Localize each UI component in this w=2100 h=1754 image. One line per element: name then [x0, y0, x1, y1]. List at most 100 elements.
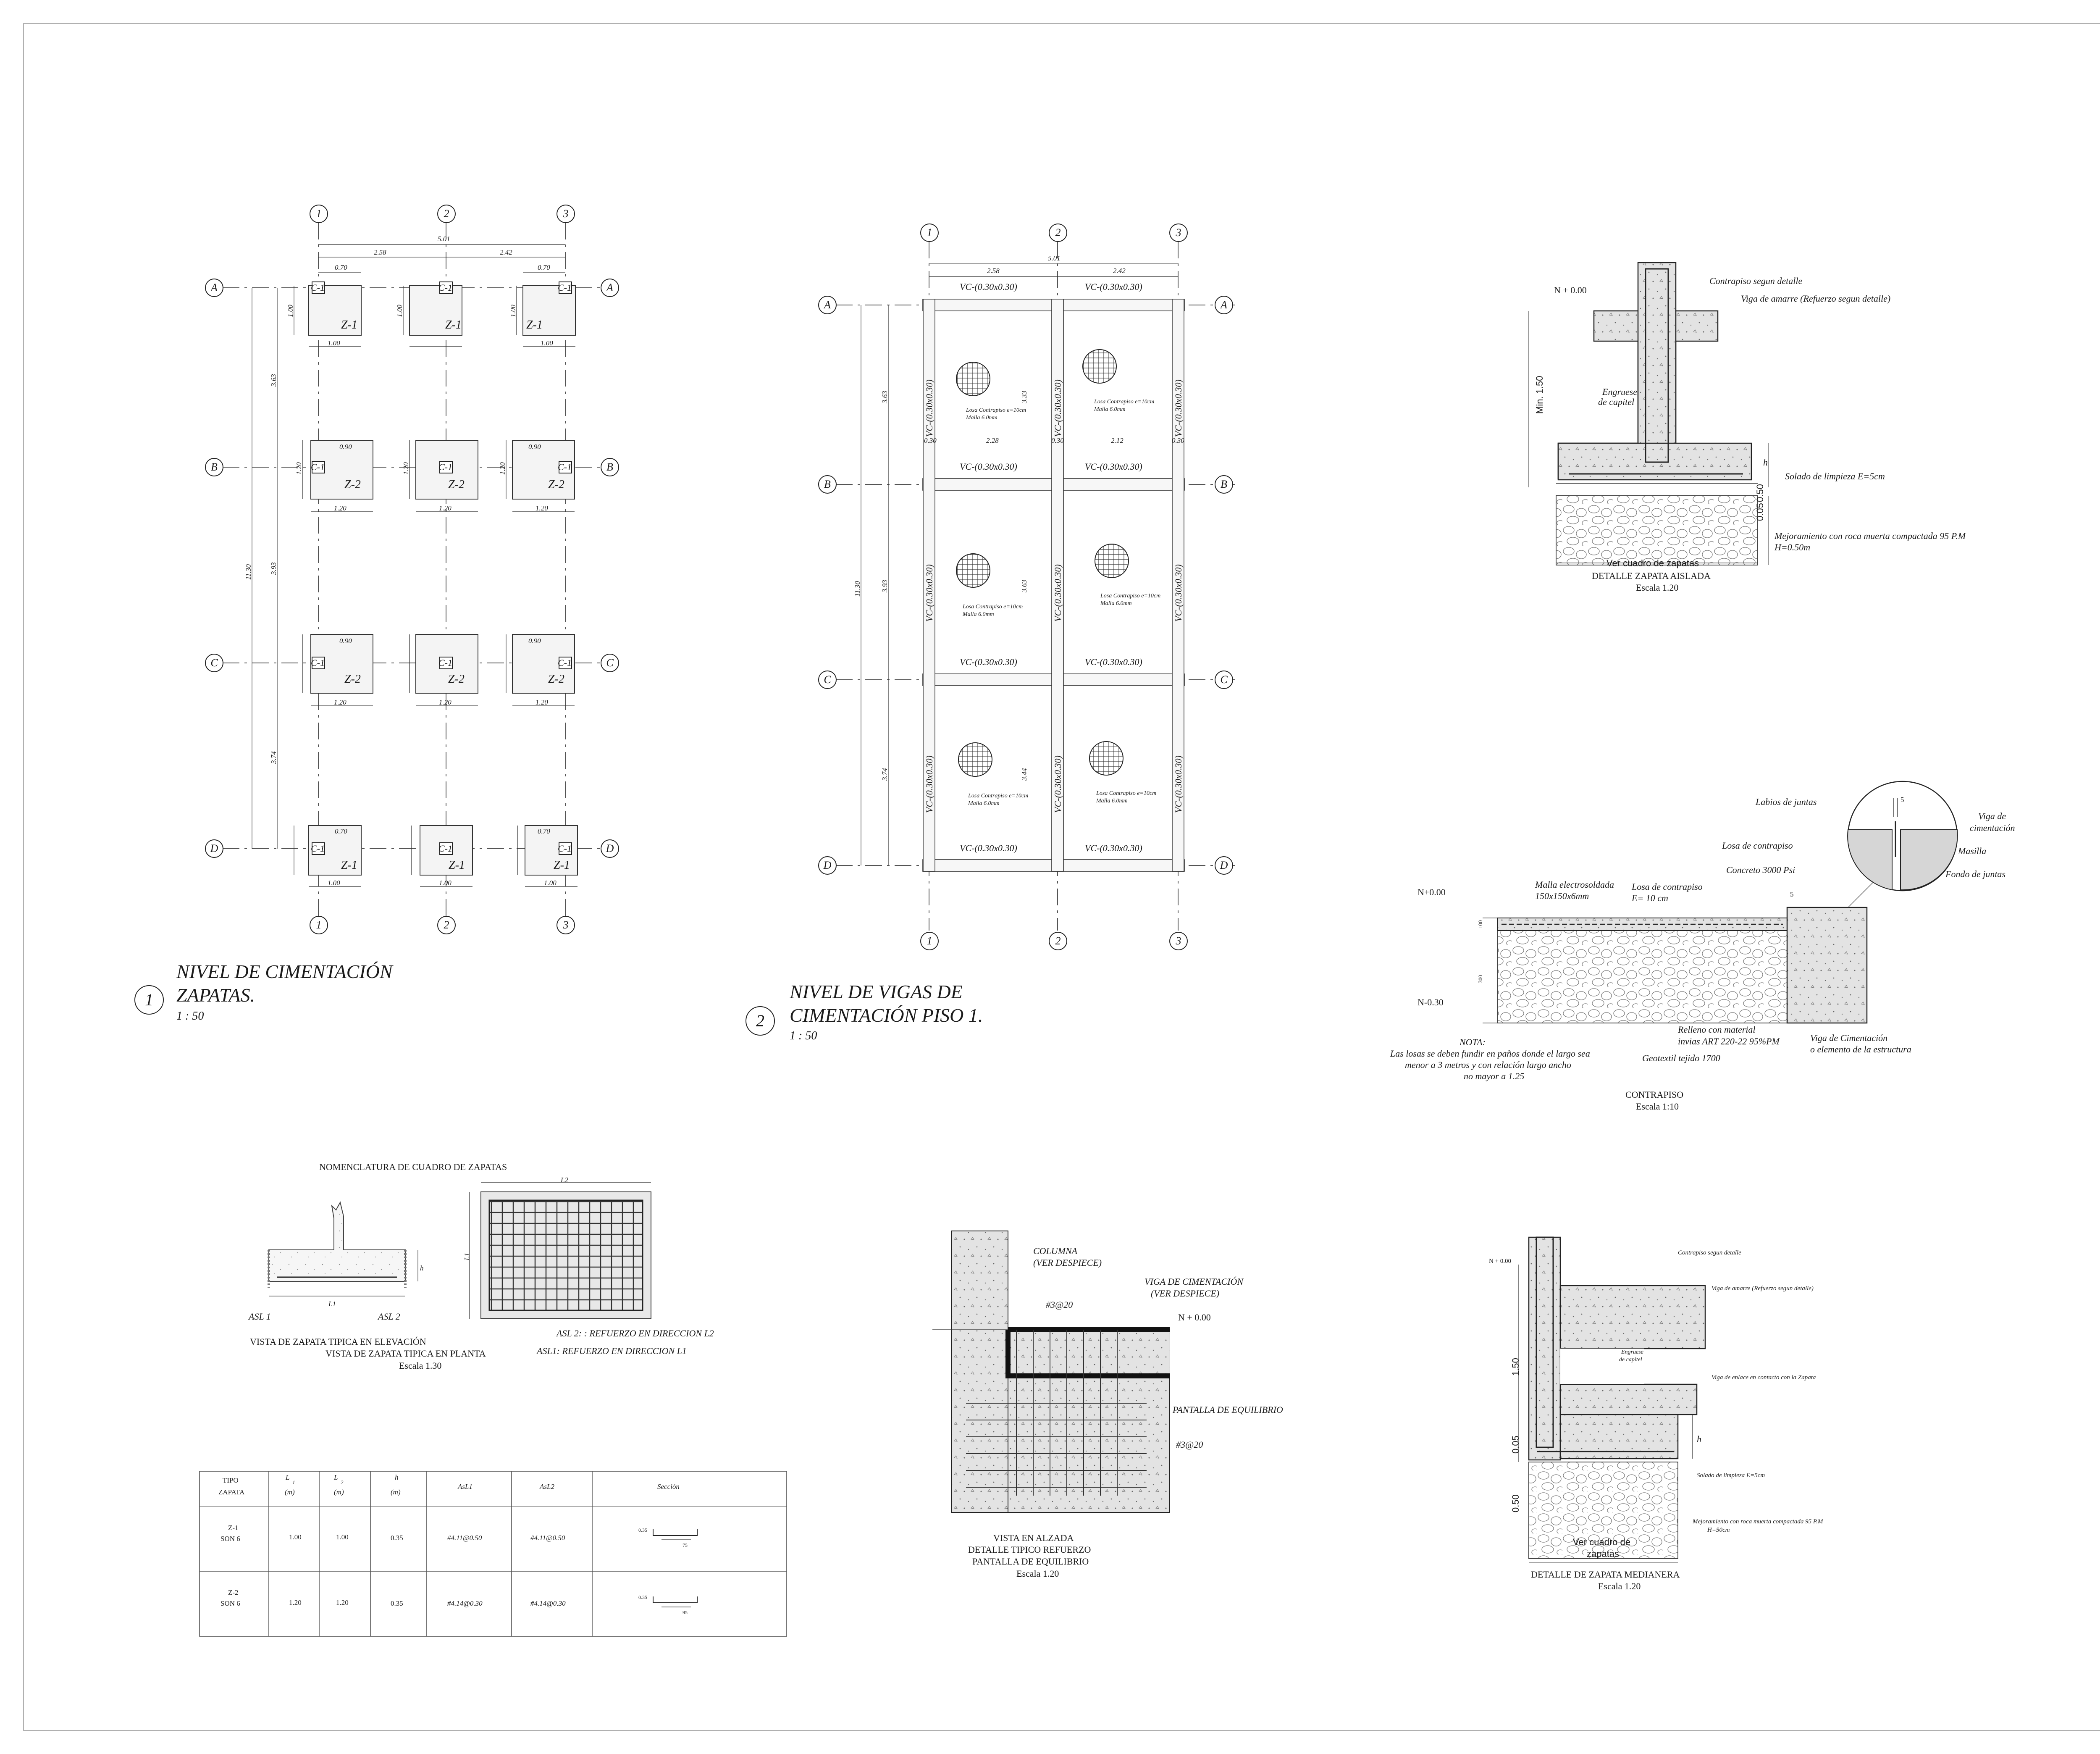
- slab-note: Malla 6.0mm: [1094, 406, 1126, 413]
- label-z2: Z-2: [344, 478, 361, 491]
- dim-090: 0.90: [528, 443, 541, 451]
- td-asl1: #4.14@0.30: [447, 1599, 483, 1607]
- note-viga-cim: (VER DESPIECE): [1151, 1288, 1220, 1299]
- dim-y-1: 3.63: [881, 391, 889, 403]
- label-z1: Z-1: [341, 318, 357, 331]
- grid-bubble-3: 3: [1169, 224, 1188, 242]
- note-malla: Malla electrosoldada: [1535, 879, 1614, 890]
- note-ver: Ver cuadro de: [1573, 1537, 1630, 1547]
- beam-label-v: VC-(0.30x0.30): [924, 379, 934, 437]
- label-column: C-1: [438, 462, 452, 472]
- dim-030: 0.30: [924, 437, 937, 444]
- td-asl1: #4.11@0.50: [447, 1534, 482, 1542]
- beam-label-v: VC-(0.30x0.30): [1053, 755, 1063, 813]
- grid-bubble-1: 1: [920, 224, 939, 242]
- beam-label: VC-(0.30x0.30): [1085, 843, 1142, 853]
- td-sec-w: 75: [682, 1542, 688, 1548]
- level-label: N + 0.00: [1554, 285, 1587, 295]
- dim-100: 1.00: [328, 339, 340, 347]
- plan2-title-line2: CIMENTACIÓN PISO 1.: [790, 1005, 983, 1026]
- pantalla-title: DETALLE TIPICO REFUERZO: [968, 1544, 1091, 1555]
- grid-bubble-a-right: A: [601, 279, 619, 297]
- note-viga-cimentacion: Viga de Cimentación: [1810, 1033, 1888, 1043]
- nota-line: Las losas se deben fundir en paños donde…: [1390, 1048, 1590, 1059]
- note-solado: Solado de limpieza E=5cm: [1785, 471, 1885, 481]
- th-asl1: AsL1: [458, 1483, 472, 1491]
- vista-elevacion: VISTA DE ZAPATA TIPICA EN ELEVACIÓN: [250, 1336, 426, 1347]
- dim-total-y: 11.30: [244, 564, 252, 580]
- slab-note: Malla 6.0mm: [963, 611, 994, 618]
- dim-090: 0.90: [339, 443, 352, 451]
- beam-label: VC-(0.30x0.30): [960, 657, 1017, 667]
- th-zapata: ZAPATA: [218, 1488, 245, 1496]
- beam-label: VC-(0.30x0.30): [960, 461, 1017, 472]
- dim-x-2: 2.42: [500, 248, 512, 256]
- dim-120: 1.20: [334, 504, 346, 512]
- plan-vigas: [836, 242, 1235, 931]
- nota-line: menor a 3 metros y con relación largo an…: [1405, 1060, 1571, 1070]
- plan-zapatas: [223, 223, 601, 916]
- dim-050: 0.50: [1755, 484, 1765, 502]
- beam-label-v: VC-(0.30x0.30): [924, 755, 934, 813]
- grid-bubble-3-bottom: 3: [556, 916, 575, 934]
- grid-bubble-3: 3: [556, 205, 575, 223]
- dim-5: 5: [1790, 890, 1794, 898]
- slab-note: Malla 6.0mm: [966, 415, 998, 421]
- bar-label: #3@20: [1176, 1439, 1203, 1450]
- dim-120-v: 1.20: [295, 462, 303, 475]
- grid-bubble-d: D: [818, 856, 837, 875]
- slab-note: Losa Contrapiso e=10cm: [968, 793, 1029, 799]
- grid-bubble-d: D: [205, 839, 223, 858]
- bar-label: #3@20: [1046, 1299, 1073, 1310]
- dim-120: 1.20: [536, 504, 548, 512]
- note-viga-cim: VIGA DE CIMENTACIÓN: [1144, 1276, 1244, 1287]
- label-asl1: ASL 1: [249, 1311, 271, 1322]
- detail-title: DETALLE ZAPATA AISLADA: [1592, 571, 1711, 581]
- grid-bubble-a: A: [205, 279, 223, 297]
- detail-scale: Escala 1.20: [1598, 1581, 1641, 1591]
- grid-bubble-d-right: D: [601, 839, 619, 858]
- label-l1: L1: [328, 1300, 336, 1308]
- level-label: N + 0.00: [1178, 1312, 1211, 1323]
- dim-212: 2.12: [1111, 437, 1124, 444]
- slab-note: Malla 6.0mm: [1096, 798, 1128, 804]
- detail-title: CONTRAPISO: [1625, 1089, 1684, 1100]
- td-son: SON 6: [220, 1599, 240, 1607]
- vista-planta: VISTA DE ZAPATA TIPICA EN PLANTA: [326, 1348, 486, 1359]
- note-masilla: Masilla: [1958, 846, 1987, 856]
- th-asl2: AsL2: [540, 1483, 554, 1491]
- dim-120: 1.20: [536, 698, 548, 706]
- label-column: C-1: [438, 657, 452, 668]
- td-l1: 1.00: [289, 1533, 302, 1541]
- dim-228: 2.28: [986, 437, 999, 444]
- slab-note: Losa Contrapiso e=10cm: [963, 604, 1023, 610]
- note-mejora: Mejoramiento con roca muerta compactada …: [1693, 1518, 1823, 1525]
- td-sec-h: 0.35: [638, 1527, 647, 1533]
- dim-090: 0.90: [339, 637, 352, 645]
- dim-h: h: [1763, 457, 1768, 468]
- label-z2: Z-2: [448, 673, 465, 686]
- label-z1: Z-1: [445, 318, 462, 331]
- label-h: h: [420, 1264, 424, 1272]
- dim-100-v: 1.00: [286, 305, 294, 317]
- grid-bubble-3-bottom: 3: [1169, 932, 1188, 950]
- grid-bubble-b-right: B: [601, 458, 619, 476]
- label-column: C-1: [311, 843, 325, 854]
- note-ver: Ver cuadro de zapatas: [1606, 558, 1699, 568]
- dim-090: 0.90: [528, 637, 541, 645]
- table-zapatas: [199, 1471, 787, 1637]
- note-fondo: Fondo de juntas: [1945, 869, 2006, 879]
- beam-label: VC-(0.30x0.30): [960, 843, 1017, 853]
- note-columna: (VER DESPIECE): [1033, 1257, 1102, 1268]
- note-asl1: ASL1: REFUERZO EN DIRECCION L1: [537, 1346, 687, 1356]
- detail-scale: Escala 1.20: [1636, 582, 1679, 593]
- beam-label: VC-(0.30x0.30): [960, 281, 1017, 292]
- dim-y-1: 3.63: [270, 374, 278, 387]
- beam-label: VC-(0.30x0.30): [1085, 657, 1142, 667]
- detail-nomenclatura: [268, 1182, 651, 1319]
- detail-pantalla: [932, 1231, 1170, 1513]
- label-asl2: ASL 2: [378, 1311, 400, 1322]
- label-column: C-1: [558, 657, 572, 668]
- note-labios: Labios de juntas: [1756, 797, 1817, 807]
- th-seccion: Sección: [657, 1483, 680, 1491]
